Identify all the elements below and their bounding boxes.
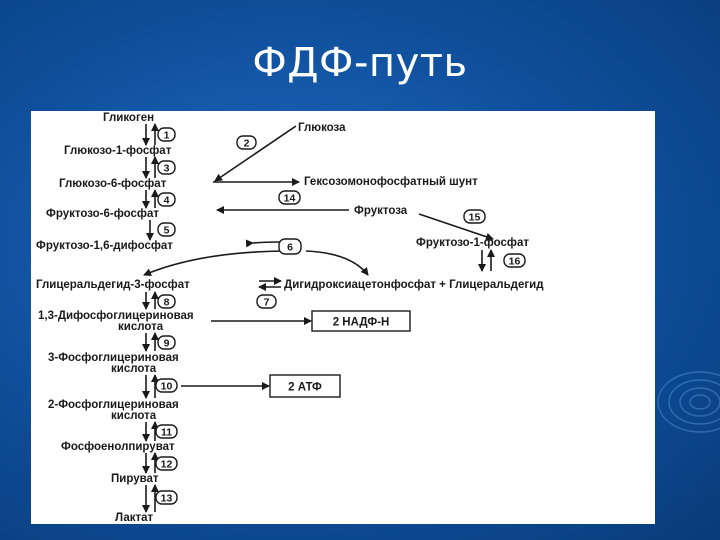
pathway-diagram: Гликоген Глюкоза Глюкозо-1-фосфат Глюкоз… bbox=[36, 112, 544, 524]
step-7: 7 bbox=[256, 294, 277, 309]
step-10: 10 bbox=[155, 378, 178, 393]
label-pyruvate: Пируват bbox=[111, 473, 159, 485]
step-5: 5 bbox=[157, 222, 176, 237]
g3p-dhap-arrows bbox=[258, 277, 282, 291]
step-13: 13 bbox=[155, 490, 178, 505]
label-glycogen: Гликоген bbox=[103, 112, 154, 124]
svg-text:16: 16 bbox=[509, 256, 521, 268]
label-pep: Фосфоенолпируват bbox=[61, 441, 175, 453]
arrow-split-to-g3p bbox=[143, 250, 292, 276]
label-f1p: Фруктозо-1-фосфат bbox=[416, 237, 529, 249]
svg-text:4: 4 bbox=[164, 195, 170, 207]
label-f6p: Фруктозо-6-фосфат bbox=[46, 208, 159, 220]
svg-text:7: 7 bbox=[264, 297, 270, 309]
step-4: 4 bbox=[157, 192, 176, 207]
svg-text:8: 8 bbox=[164, 297, 170, 309]
svg-text:5: 5 bbox=[164, 225, 170, 237]
step-3: 3 bbox=[157, 160, 176, 175]
step-6: 6 bbox=[278, 238, 302, 255]
arrow-split-to-dhap bbox=[305, 250, 369, 276]
label-g6p: Глюкозо-6-фосфат bbox=[59, 178, 167, 190]
nadh-box bbox=[311, 310, 411, 332]
svg-text:6: 6 bbox=[287, 242, 293, 254]
step-9: 9 bbox=[157, 335, 176, 350]
svg-text:13: 13 bbox=[161, 493, 173, 505]
svg-text:1: 1 bbox=[164, 130, 170, 142]
atp-box bbox=[269, 374, 341, 398]
step-2: 2 bbox=[236, 135, 257, 150]
label-g3p: Глицеральдегид-3-фосфат bbox=[36, 279, 190, 291]
diagram-panel: Гликоген Глюкоза Глюкозо-1-фосфат Глюкоз… bbox=[31, 111, 655, 524]
main-chain-arrows bbox=[142, 123, 159, 513]
label-bpg-line2: кислота bbox=[118, 321, 164, 333]
step-14: 14 bbox=[278, 190, 301, 205]
step-11: 11 bbox=[155, 424, 178, 439]
f1p-arrows bbox=[478, 249, 495, 272]
label-bpg-line1: 1,3-Дифосфоглицериновая bbox=[38, 310, 194, 322]
svg-text:3: 3 bbox=[164, 163, 170, 175]
step-16: 16 bbox=[503, 253, 526, 268]
label-pg3-line2: кислота bbox=[111, 363, 157, 375]
label-dhap: Дигидроксиацетонфосфат + Глицеральдегид bbox=[284, 279, 544, 291]
svg-text:15: 15 bbox=[469, 212, 481, 224]
step-12: 12 bbox=[155, 456, 178, 471]
svg-text:14: 14 bbox=[284, 193, 296, 205]
arrow-glucose-to-g6p bbox=[214, 125, 297, 182]
step-8: 8 bbox=[157, 294, 176, 309]
svg-text:12: 12 bbox=[161, 459, 173, 471]
label-glucose: Глюкоза bbox=[298, 122, 346, 134]
svg-text:10: 10 bbox=[161, 381, 173, 393]
arrow-fructose-to-f1p bbox=[418, 213, 494, 241]
label-pg3-line1: 3-Фосфоглицериновая bbox=[48, 352, 179, 364]
ripple-decoration bbox=[657, 371, 720, 433]
label-fructose: Фруктоза bbox=[354, 205, 408, 217]
svg-text:9: 9 bbox=[164, 338, 170, 350]
step-15: 15 bbox=[463, 209, 486, 224]
svg-text:11: 11 bbox=[161, 427, 172, 439]
label-pg2-line2: кислота bbox=[111, 410, 157, 422]
label-lactate: Лактат bbox=[115, 512, 154, 524]
label-pg2-line1: 2-Фосфоглицериновая bbox=[48, 399, 179, 411]
atp-label: 2 АТФ bbox=[288, 382, 322, 394]
label-g1p: Глюкозо-1-фосфат bbox=[64, 145, 172, 157]
svg-text:2: 2 bbox=[244, 138, 250, 150]
label-hmp: Гексозомонофосфатный шунт bbox=[304, 176, 478, 188]
label-f16bp: Фруктозо-1,6-дифосфат bbox=[36, 240, 173, 252]
slide-title: ФДФ-путь bbox=[252, 40, 468, 86]
step-1: 1 bbox=[157, 127, 176, 142]
nadh-label: 2 НАДФ-Н bbox=[333, 317, 390, 329]
